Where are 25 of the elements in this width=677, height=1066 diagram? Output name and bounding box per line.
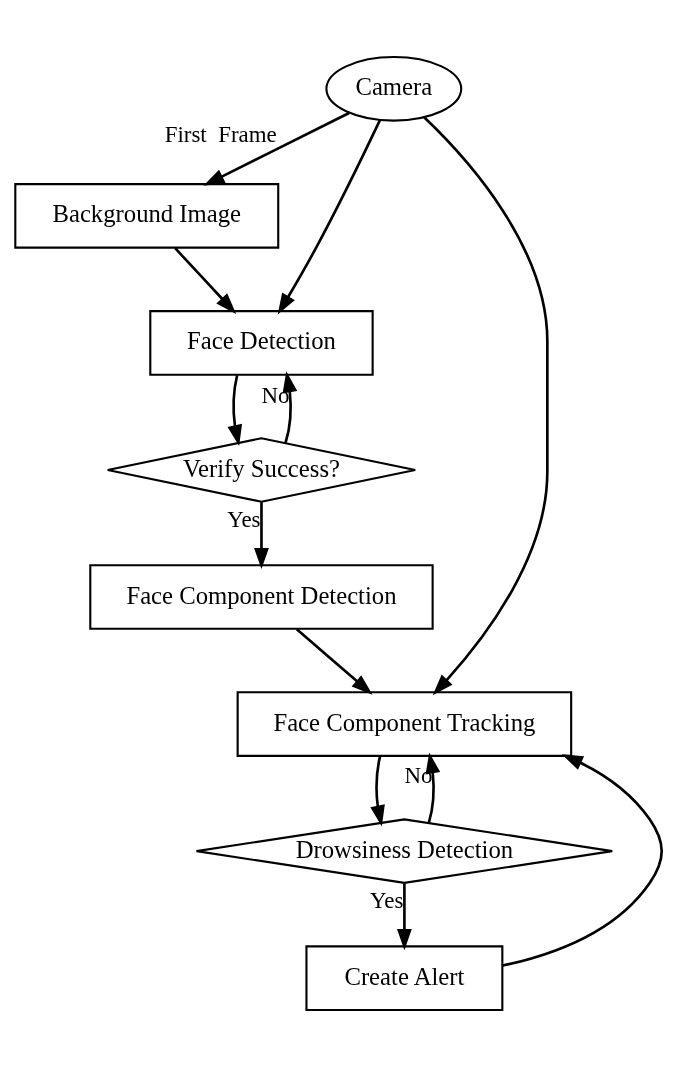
arrow xyxy=(174,246,237,314)
node-box: Create Alert xyxy=(305,944,504,1011)
node-diamond: Verify Success? xyxy=(106,436,417,503)
edge-label: No xyxy=(404,762,433,788)
arrow xyxy=(282,370,298,443)
edge-label: Yes xyxy=(227,506,261,532)
node-box: Face Component Detection xyxy=(89,563,434,630)
arrow xyxy=(277,119,381,315)
node-ellipse: Camera xyxy=(325,55,463,122)
edge-label: Yes xyxy=(370,887,404,913)
arrow xyxy=(254,501,269,569)
node-box: Face Component Tracking xyxy=(236,690,573,757)
edge-label: No xyxy=(261,382,290,408)
arrow xyxy=(370,755,385,826)
arrow xyxy=(425,751,441,823)
arrow xyxy=(227,374,243,446)
node-diamond: Drowsiness Detection xyxy=(195,817,614,884)
node-box: Face Detection xyxy=(149,309,374,376)
arrow xyxy=(502,753,663,967)
arrow xyxy=(423,115,549,695)
node-box: Background Image xyxy=(14,182,280,249)
arrow xyxy=(295,627,373,695)
arrow xyxy=(396,882,412,950)
arrow xyxy=(203,111,350,186)
edge-label: First Frame xyxy=(164,121,277,147)
